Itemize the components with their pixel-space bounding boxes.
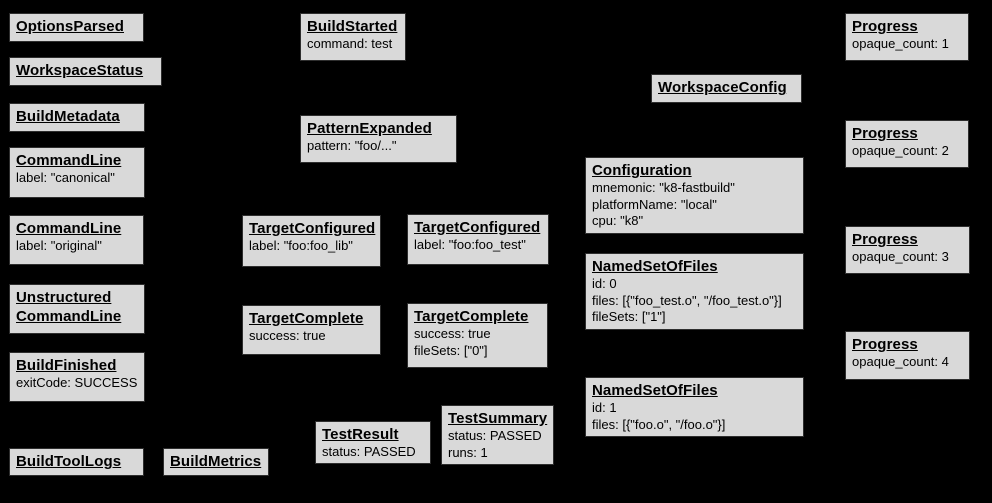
event-box-field: fileSets: ["1"] (592, 309, 666, 324)
event-box-title: Progress (852, 18, 918, 35)
event-box-title: Progress (852, 336, 918, 353)
event-box-field: status: PASSED (448, 428, 542, 443)
event-box-field: files: [{"foo.o", "/foo.o"}] (592, 416, 726, 432)
event-box-field: opaque_count: 3 (852, 249, 949, 264)
event-box-title: TestSummary (448, 410, 548, 427)
event-box-title: TargetComplete (249, 310, 364, 327)
event-box-options-parsed: OptionsParsed (9, 13, 144, 42)
event-box-title: BuildFinished (16, 357, 117, 374)
event-box-field: label: "canonical" (16, 170, 115, 185)
event-box-title: BuildMetadata (16, 108, 120, 125)
event-box-title: NamedSetOfFiles (592, 258, 718, 275)
event-box-field: opaque_count: 1 (852, 36, 949, 51)
event-box-build-metrics: BuildMetrics (163, 448, 269, 476)
event-box-field: cpu: "k8" (592, 213, 644, 228)
event-box-title: BuildStarted (307, 18, 398, 35)
event-box-title: WorkspaceStatus (16, 62, 144, 79)
event-box-title: PatternExpanded (307, 120, 432, 137)
event-box-field: platformName: "local" (592, 196, 717, 212)
event-box-title: BuildToolLogs (16, 453, 122, 470)
event-box-workspace-config: WorkspaceConfig (651, 74, 802, 103)
event-box-field: opaque_count: 2 (852, 143, 949, 158)
event-box-title: Unstructured CommandLine (16, 289, 122, 325)
event-box-field: mnemonic: "k8-fastbuild" (592, 180, 735, 195)
event-box-field: pattern: "foo/..." (307, 138, 397, 153)
event-box-field: command: test (307, 36, 393, 51)
event-box-title: NamedSetOfFiles (592, 382, 718, 399)
event-box-field: exitCode: SUCCESS (16, 375, 138, 390)
event-box-title: OptionsParsed (16, 18, 124, 35)
event-box-workspace-status: WorkspaceStatus (9, 57, 162, 86)
event-box-field: status: PASSED (322, 444, 416, 459)
event-box-title: BuildMetrics (170, 453, 262, 470)
event-box-title: Progress (852, 231, 918, 248)
event-box-title: Configuration (592, 162, 692, 179)
event-box-field: label: "foo:foo_lib" (249, 238, 353, 253)
event-box-unstructured-command-line: Unstructured CommandLine (9, 284, 145, 334)
event-box-field: id: 0 (592, 276, 617, 291)
event-box-field: id: 1 (592, 400, 617, 415)
event-box-title: TargetConfigured (249, 220, 376, 237)
event-box-field: runs: 1 (448, 444, 488, 460)
event-box-field: files: [{"foo_test.o", "/foo_test.o"}] (592, 292, 782, 308)
event-box-field: success: true (414, 326, 491, 341)
event-box-field: opaque_count: 4 (852, 354, 949, 369)
event-box-build-tool-logs: BuildToolLogs (9, 448, 144, 476)
event-box-field: success: true (249, 328, 326, 343)
event-box-title: TestResult (322, 426, 399, 443)
event-box-title: TargetComplete (414, 308, 529, 325)
event-box-title: CommandLine (16, 220, 122, 237)
event-box-field: fileSets: ["0"] (414, 342, 488, 358)
event-box-title: Progress (852, 125, 918, 142)
event-box-title: CommandLine (16, 152, 122, 169)
event-box-title: TargetConfigured (414, 219, 541, 236)
event-box-title: WorkspaceConfig (658, 79, 787, 96)
event-box-field: label: "original" (16, 238, 102, 253)
event-box-field: label: "foo:foo_test" (414, 237, 526, 252)
event-box-build-metadata: BuildMetadata (9, 103, 145, 132)
